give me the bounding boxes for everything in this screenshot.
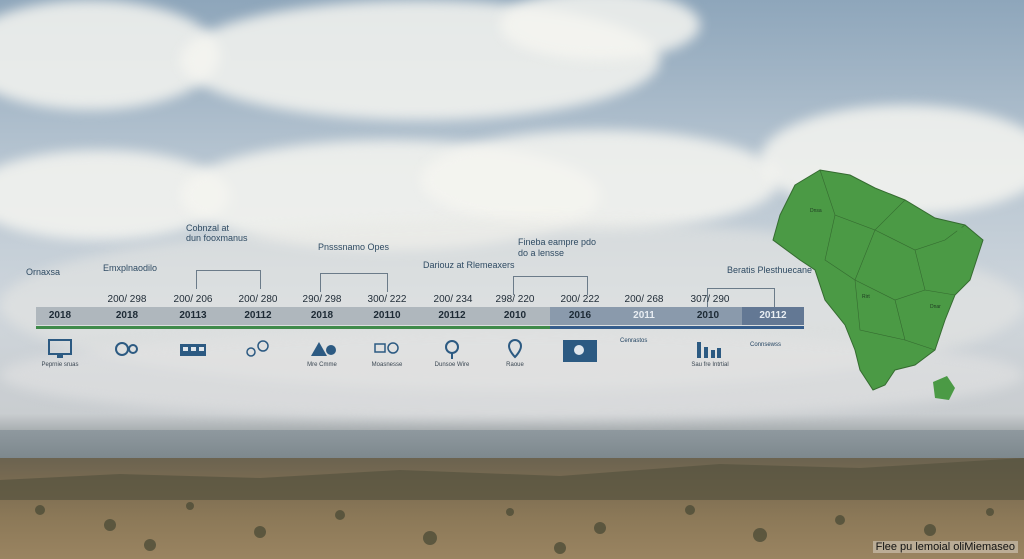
map-label: Dnar [930, 304, 941, 310]
timeline-range: 200/ 234 [433, 294, 473, 305]
timeline-year: 2010 [696, 310, 720, 321]
timeline-range: 200/ 222 [560, 294, 600, 305]
timeline-caption: Dunsoe Wire [434, 362, 470, 368]
timeline-caption: Peprnie sruas [41, 362, 79, 368]
timeline-bar-end [742, 307, 804, 325]
connector-line [196, 270, 261, 289]
timeline-range: 298/ 220 [495, 294, 535, 305]
connector-line [320, 273, 388, 292]
timeline-caption: Raoue [506, 362, 524, 368]
timeline-range: 200/ 268 [624, 294, 664, 305]
timeline-caption: Sau fre Intrtial [691, 362, 729, 368]
timeline-range: 307/ 290 [690, 294, 730, 305]
timeline-year: 2018 [310, 310, 334, 321]
map-label: Dnsa [810, 208, 822, 214]
timeline-header: Beratis Plesthuecane [727, 265, 813, 275]
gears-icon [115, 342, 138, 356]
timeline-year: 2011 [633, 310, 655, 321]
timeline-caption: Moasnesse [371, 362, 403, 368]
timeline-header: Pnsssnamo Opes [318, 242, 390, 252]
timeline-range: 200/ 280 [238, 294, 278, 305]
pin-icon [445, 340, 459, 359]
timeline-header: Fineba eampre pdo [518, 237, 597, 247]
timeline-year: 2018 [115, 310, 139, 321]
timeline-range: 200/ 298 [107, 294, 147, 305]
timeline-range: 290/ 298 [302, 294, 342, 305]
timeline-year: 20112 [244, 310, 272, 321]
timeline-bar-highlight [550, 307, 804, 325]
warning-icon [311, 342, 336, 356]
timeline-header: Emxplnaodilo [103, 263, 158, 273]
timeline-year: 2016 [568, 310, 592, 321]
callout: Connsewss [750, 342, 782, 348]
timeline-caption: Mre Cmme [307, 362, 337, 368]
timeline-range: 300/ 222 [367, 294, 407, 305]
timeline-header: Ornaxsa [26, 267, 61, 277]
timeline-header: Dariouz at Rlemeaxers [423, 260, 515, 270]
timeline-year: 20112 [759, 310, 787, 321]
country-map [772, 169, 984, 400]
timeline-header: dun fooxmanus [186, 233, 248, 243]
timeline-progress-green [36, 326, 550, 329]
location-icon [507, 338, 523, 359]
timeline-progress-blue [550, 326, 804, 329]
timeline-header: Cobnzal at [186, 223, 230, 233]
footer-caption: Flee pu lemoial oliMiemaseo [872, 541, 1018, 553]
timeline-bar [36, 307, 804, 325]
timeline-year: 2018 [48, 310, 72, 321]
monitor-icon [48, 339, 72, 358]
connector-line [707, 288, 775, 307]
timeline-year: 20113 [179, 310, 207, 321]
timeline-year: 2010 [503, 310, 527, 321]
factory-icon [180, 344, 206, 356]
timeline-header: do a lensse [518, 248, 565, 258]
bar-chart-icon [697, 342, 721, 358]
timeline-range: 200/ 206 [173, 294, 213, 305]
document-icon [563, 340, 597, 362]
callout: Cenrastos [620, 338, 648, 344]
devices-icon [374, 342, 399, 354]
tree-scatter [0, 458, 1024, 554]
map-label: Rirt [862, 294, 870, 300]
distant-hills [0, 430, 1024, 460]
connector-line [513, 276, 588, 295]
timeline-year: 20112 [438, 310, 466, 321]
network-icon [246, 340, 269, 357]
timeline-year: 20110 [373, 310, 401, 321]
